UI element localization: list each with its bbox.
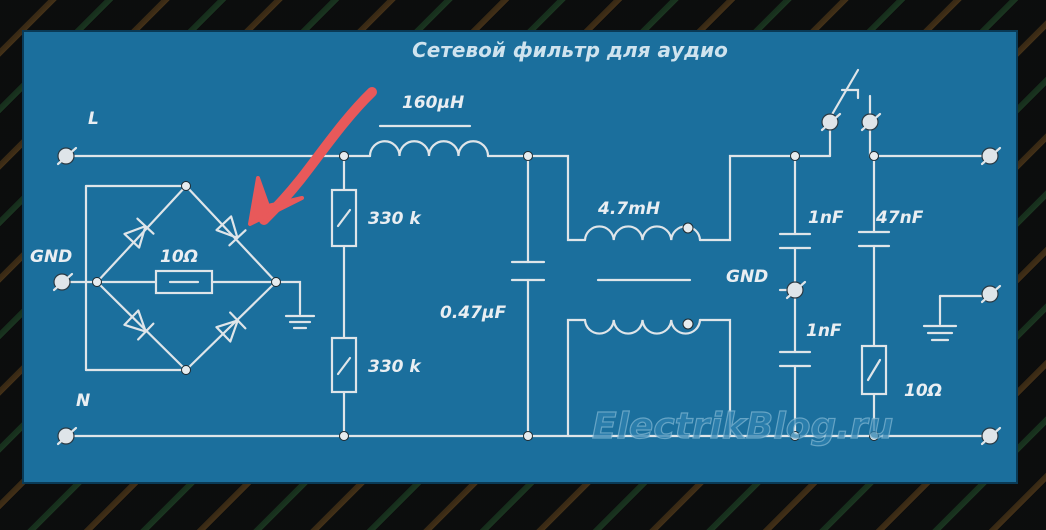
diagram-panel: [22, 30, 1018, 484]
terminal-icon: [52, 272, 74, 292]
label-inductor: 160μH: [402, 93, 464, 113]
diode-icon: [215, 311, 247, 343]
label-cap-right-bottom: 1nF: [806, 321, 842, 341]
ground-icon: [284, 314, 316, 330]
resistor-icon: [330, 336, 358, 394]
terminal-icon: [980, 146, 1002, 166]
capacitor-icon: [778, 232, 812, 250]
label-line: L: [88, 109, 99, 129]
label-capacitor-mid: 0.47μF: [440, 303, 506, 323]
diode-icon: [123, 309, 155, 341]
terminal-icon: [820, 112, 842, 132]
diode-bridge: [95, 184, 278, 372]
label-cap-snubber: 47nF: [875, 208, 924, 228]
inductor-icon: [368, 140, 490, 158]
diode-icon: [123, 217, 155, 249]
label-bridge-resistor: 10Ω: [160, 247, 198, 267]
terminal-icon: [56, 146, 78, 166]
capacitor-icon: [778, 350, 812, 368]
label-neutral: N: [76, 391, 90, 411]
terminal-icon: [56, 426, 78, 446]
ground-icon: [922, 324, 958, 342]
capacitor-icon: [857, 230, 891, 248]
switch-icon: [828, 68, 872, 120]
watermark: ElectrikBlog.ru: [592, 406, 893, 447]
terminal-icon: [980, 426, 1002, 446]
label-choke: 4.7mH: [597, 199, 660, 219]
label-resistor-bottom: 330 k: [368, 357, 422, 377]
inductor-icon: [583, 318, 702, 335]
label-resistor-top: 330 k: [368, 209, 422, 229]
capacitor-icon: [510, 260, 546, 282]
terminal-icon: [785, 280, 807, 300]
label-snubber-resistor: 10Ω: [904, 381, 942, 401]
label-cap-right-top: 1nF: [808, 208, 844, 228]
inductor-icon: [583, 225, 702, 242]
arrow-icon: [248, 87, 377, 226]
label-gnd-left: GND: [30, 247, 72, 267]
label-gnd-right: GND: [726, 267, 768, 287]
diagram-title: Сетевой фильтр для аудио: [412, 38, 728, 62]
terminal-icon: [980, 284, 1002, 304]
terminal-icon: [860, 112, 882, 132]
junction-nodes: [92, 151, 879, 441]
diode-icon: [215, 215, 247, 247]
